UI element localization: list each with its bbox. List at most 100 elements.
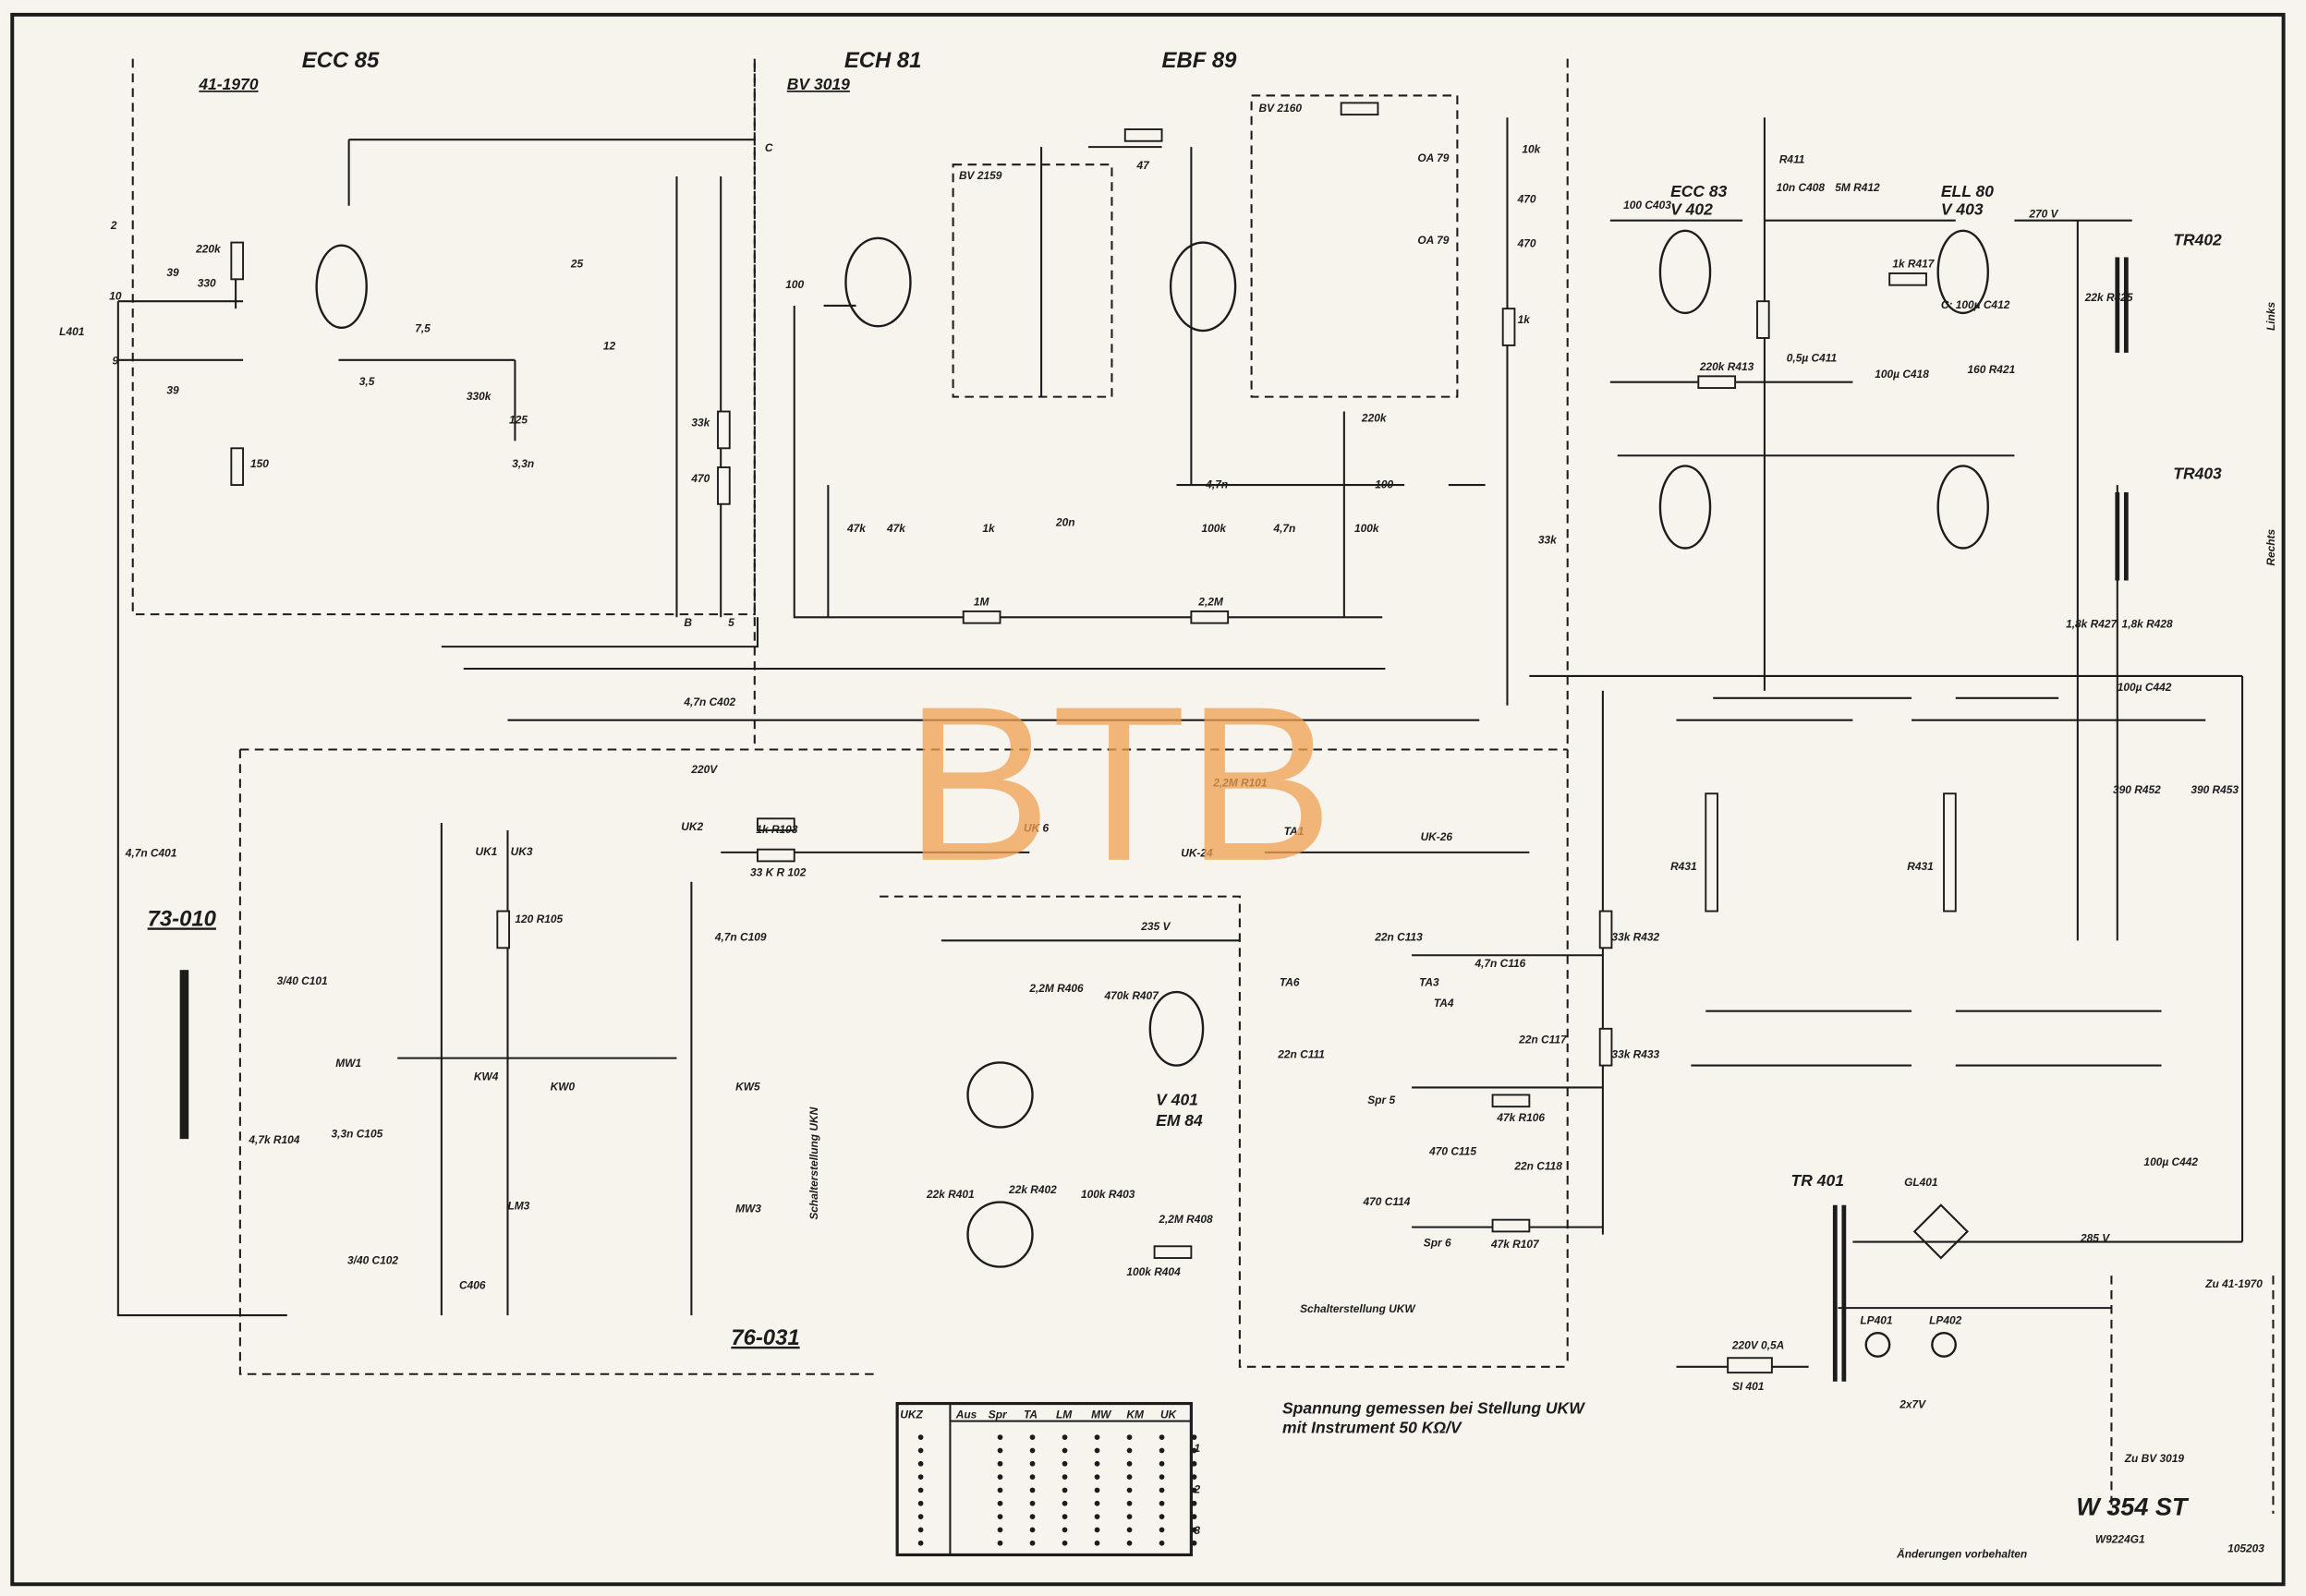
component-label: 1k xyxy=(982,522,996,535)
switch-contact-dot xyxy=(1159,1487,1165,1493)
tube-label-ecc85: ECC 85 xyxy=(302,48,380,73)
label-270v: 270 V xyxy=(2028,207,2058,220)
component-label: R431 xyxy=(1670,860,1697,873)
switch-contact-dot xyxy=(917,1447,924,1454)
component-label: 2,2M R101 xyxy=(1212,776,1267,789)
tube-ecc83-a-symbol xyxy=(1658,229,1712,315)
terminal-c: C xyxy=(765,141,773,154)
frame-switch-unit xyxy=(238,748,1568,1375)
component-label: 22n C111 xyxy=(1277,1048,1325,1061)
frame-if xyxy=(753,58,1569,1367)
din-socket-1 xyxy=(966,1061,1034,1129)
switch-uk3: UK3 xyxy=(511,845,533,858)
component-label: OA 79 xyxy=(1417,151,1449,164)
component-label: 10n C408 xyxy=(1777,181,1826,194)
switch-uk26: UK-26 xyxy=(1421,830,1453,843)
switch-contact-dot xyxy=(1062,1474,1068,1480)
component-label: R411 xyxy=(1779,153,1805,166)
ferrite-antenna xyxy=(179,970,189,1140)
wiring xyxy=(116,117,2244,1368)
model-number: W9224G1 xyxy=(2095,1533,2145,1546)
label-rechts: Rechts xyxy=(2264,528,2277,565)
switch-contact-dot xyxy=(1191,1474,1197,1480)
table-header-uk: UK xyxy=(1160,1408,1178,1421)
switch-contact-dot xyxy=(1094,1527,1100,1533)
component-label: 4,7n C109 xyxy=(714,930,767,943)
component-label: 470 C114 xyxy=(1363,1195,1411,1208)
switch-contact-dot xyxy=(1094,1487,1100,1493)
switch-kw0: KW0 xyxy=(551,1081,576,1094)
switch-contact-dot xyxy=(1094,1434,1100,1441)
switch-contact-dot xyxy=(1159,1527,1165,1533)
switch-contact-dot xyxy=(1126,1460,1133,1467)
component-label: 20n xyxy=(1055,516,1075,529)
component-label: 33k xyxy=(691,416,710,429)
switch-contact-dot xyxy=(1126,1540,1133,1546)
label-235v: 235 V xyxy=(1140,920,1171,933)
table-header-km: KM xyxy=(1126,1408,1145,1421)
tube-ebf89-symbol xyxy=(1169,241,1237,332)
note-line-2: mit Instrument 50 KΩ/V xyxy=(1282,1418,1462,1436)
switch-uk1: UK1 xyxy=(475,845,497,858)
component-label: 100 xyxy=(785,278,804,291)
switch-contact-dot xyxy=(1029,1460,1036,1467)
component-label: 7,5 xyxy=(415,322,431,335)
component-label: 100µ C442 xyxy=(2118,681,2172,694)
component-label: 25 xyxy=(570,258,584,271)
table-row-2: 2 xyxy=(1194,1483,1201,1496)
component-label: 1,8k R427 xyxy=(2066,617,2118,630)
tube-symbols xyxy=(179,229,2129,1382)
switch-contact-dot xyxy=(917,1487,924,1493)
component-label: 2,2M R406 xyxy=(1028,982,1084,995)
tube-label-ech81: ECH 81 xyxy=(844,48,922,73)
label-si401: SI 401 xyxy=(1732,1380,1764,1393)
switch-contact-dot xyxy=(1126,1527,1133,1533)
switch-contact-dot xyxy=(917,1527,924,1533)
switch-spr6: Spr 6 xyxy=(1424,1236,1451,1249)
component-label: 4,7n xyxy=(1205,478,1228,490)
component-label: 3/40 C102 xyxy=(347,1253,398,1266)
switch-kw5: KW5 xyxy=(735,1081,760,1094)
switch-ta1: TA1 xyxy=(1284,825,1305,838)
label-schalterstellung-ukn: Schalterstellung UKN xyxy=(807,1106,820,1219)
table-row-3: 3 xyxy=(1195,1524,1201,1537)
module-label-bv3019: BV 3019 xyxy=(787,75,850,93)
switch-contact-dot xyxy=(1029,1540,1036,1546)
switch-contact-dot xyxy=(1191,1434,1197,1441)
module-label-bv2160: BV 2160 xyxy=(1259,102,1303,115)
switch-contact-dot xyxy=(1191,1527,1197,1533)
component-label: 39 xyxy=(166,383,179,396)
component-label: 390 R453 xyxy=(2191,783,2239,796)
component-label: 100k R404 xyxy=(1126,1265,1181,1278)
switch-contact-dot xyxy=(1029,1447,1036,1454)
tube-em84-symbol xyxy=(1148,990,1205,1067)
bridge-rectifier xyxy=(1912,1203,1969,1260)
component-label: 3,3n C105 xyxy=(332,1128,383,1141)
switch-contact-dot xyxy=(1126,1434,1133,1441)
label-285v: 285 V xyxy=(2080,1232,2110,1245)
terminal-9: 9 xyxy=(112,355,118,368)
switch-contact-dot xyxy=(1029,1500,1036,1506)
component-label: 220k xyxy=(195,243,222,256)
switch-contact-dot xyxy=(1159,1514,1165,1519)
disclaimer: Änderungen vorbehalten xyxy=(1896,1547,2027,1561)
sheet-border xyxy=(10,12,2286,1587)
component-label: 47k xyxy=(886,522,906,535)
component-label: 470 xyxy=(1517,236,1536,249)
component-label: 22k R402 xyxy=(1008,1183,1057,1196)
label-gl401: GL401 xyxy=(1904,1176,1937,1189)
component-label: 4,7n C116 xyxy=(1474,957,1525,970)
switch-contact-dot xyxy=(1159,1434,1165,1441)
table-header-aus: Aus xyxy=(955,1408,977,1421)
switch-contact-dot xyxy=(1191,1487,1197,1493)
table-header-spr: Spr xyxy=(989,1408,1008,1421)
tube-label-ebf89: EBF 89 xyxy=(1162,48,1238,73)
switch-contact-dot xyxy=(917,1474,924,1480)
tube-label-v403: V 403 xyxy=(1941,200,1984,218)
component-label: 5M R412 xyxy=(1835,181,1880,194)
component-label: 1k R417 xyxy=(1892,258,1935,271)
din-socket-2 xyxy=(966,1201,1034,1268)
component-label: 330k xyxy=(467,390,492,403)
switch-contact-dot xyxy=(1029,1527,1036,1533)
